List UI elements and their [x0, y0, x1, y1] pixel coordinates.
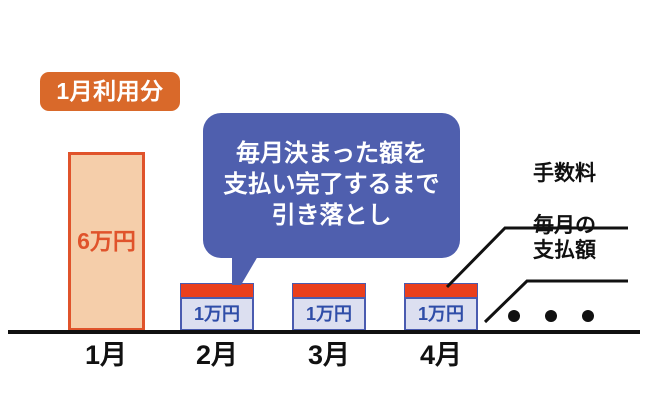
bar-march: 1万円: [292, 283, 366, 331]
x-tick-label-april: 4月: [419, 340, 463, 370]
continuation-dots: [508, 308, 594, 324]
baseline-axis: [8, 330, 640, 334]
callout-monthly-payment-line-1: 毎月の: [533, 214, 596, 237]
bar-january-usage: 6万円: [68, 152, 145, 331]
usage-month-badge: 1月利用分: [40, 72, 180, 111]
x-tick-label-march: 3月: [307, 340, 351, 370]
speech-bubble-line-1: 毎月決まった額を: [235, 140, 428, 168]
speech-bubble-tail: [232, 256, 258, 285]
x-tick-label-february: 2月: [195, 340, 239, 370]
bar-february-payment-label: 1万円: [193, 304, 240, 324]
bar-february-payment-segment: 1万円: [180, 297, 254, 331]
bar-march-payment-segment: 1万円: [292, 297, 366, 331]
speech-bubble-line-3: 引き落とし: [271, 201, 392, 229]
usage-month-badge-label: 1月利用分: [56, 78, 164, 104]
bar-april-payment-label: 1万円: [417, 304, 464, 324]
bar-february: 1万円: [180, 283, 254, 331]
continuation-dot-1: [508, 310, 520, 322]
callout-fee-label: 手数料: [533, 162, 596, 185]
bar-march-fee-segment: [292, 283, 366, 297]
bar-february-fee-segment: [180, 283, 254, 297]
bar-april-fee-segment: [404, 283, 478, 297]
bar-april: 1万円: [404, 283, 478, 331]
speech-bubble-line-2: 支払い完了するまで: [223, 171, 440, 199]
speech-bubble: 毎月決まった額を 支払い完了するまで 引き落とし: [203, 113, 460, 258]
continuation-dot-3: [582, 310, 594, 322]
callout-monthly-payment-line-2: 支払額: [533, 238, 596, 262]
bar-march-payment-label: 1万円: [305, 304, 352, 324]
bar-january-usage-label: 6万円: [77, 228, 136, 254]
speech-bubble-text: 毎月決まった額を 支払い完了するまで 引き落とし: [203, 113, 460, 258]
bar-april-payment-segment: 1万円: [404, 297, 478, 331]
callout-monthly-payment-label: 毎月の 支払額: [533, 214, 596, 264]
continuation-dot-2: [545, 310, 557, 322]
x-tick-label-january: 1月: [84, 340, 128, 370]
